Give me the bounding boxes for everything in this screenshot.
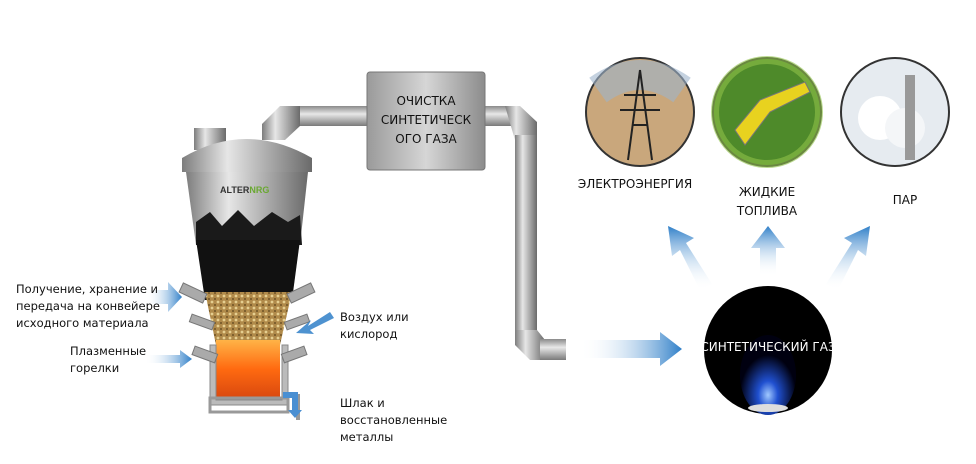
feed-line-1: Получение, хранение и [16, 282, 159, 296]
plasma-gasifier-reactor: ALTERNRG [178, 128, 316, 420]
slag-arrow [283, 392, 302, 418]
fuel-circle [711, 56, 823, 168]
steam-circle [840, 57, 950, 167]
to-steam-arrow [826, 226, 870, 290]
electricity-circle [585, 57, 695, 167]
slag-label: Шлак и восстановленные металлы [340, 395, 447, 446]
slag-line-2: восстановленные [340, 413, 448, 427]
air-label: Воздух или кислород [340, 309, 409, 343]
fuel-label: ЖИДКИЕ ТОПЛИВА [717, 183, 817, 221]
syngas-arrow [580, 332, 682, 366]
slag-line-1: Шлак и [340, 396, 385, 410]
electricity-label: ЭЛЕКТРОЭНЕРГИЯ [577, 177, 693, 191]
fuel-nozzle-icon [734, 81, 811, 146]
cleaning-box-label: ОЧИСТКА СИНТЕТИЧЕСК ОГО ГАЗА [367, 92, 485, 149]
feed-arrow [146, 282, 182, 312]
gas-pipe [262, 106, 566, 360]
cleaning-line-1: ОЧИСТКА [396, 94, 456, 108]
fuel-line-1: ЖИДКИЕ [738, 185, 796, 199]
torches-line-1: Плазменные [70, 344, 147, 358]
air-line-1: Воздух или [340, 310, 409, 324]
cleaning-line-2: СИНТЕТИЧЕСК [380, 113, 472, 127]
alter-nrg-logo: ALTERNRG [220, 185, 269, 195]
steam-label: ПАР [892, 193, 918, 207]
feed-line-3: исходного материала [16, 316, 149, 330]
torches-line-2: горелки [70, 361, 120, 375]
power-line-icon [620, 69, 660, 161]
cleaning-line-3: ОГО ГАЗА [395, 132, 457, 146]
syngas-cleaning-box [366, 71, 486, 171]
to-electricity-arrow [668, 226, 712, 290]
fuel-line-2: ТОПЛИВА [736, 204, 798, 218]
feed-line-2: передача на конвейере [16, 299, 160, 313]
steam-stack-icon [905, 75, 915, 160]
syngas-label: СИНТЕТИЧЕСКИЙ ГАЗ [700, 340, 836, 354]
to-fuel-arrow [751, 226, 785, 276]
torch-arrow [145, 350, 192, 368]
syngas-flame-circle [704, 286, 832, 415]
torches-label: Плазменные горелки [70, 343, 146, 377]
process-arrows [145, 226, 870, 418]
air-arrow [296, 312, 334, 334]
feed-label: Получение, хранение и передача на конвей… [16, 281, 160, 332]
slag-line-3: металлы [340, 430, 394, 444]
air-line-2: кислород [340, 327, 398, 341]
